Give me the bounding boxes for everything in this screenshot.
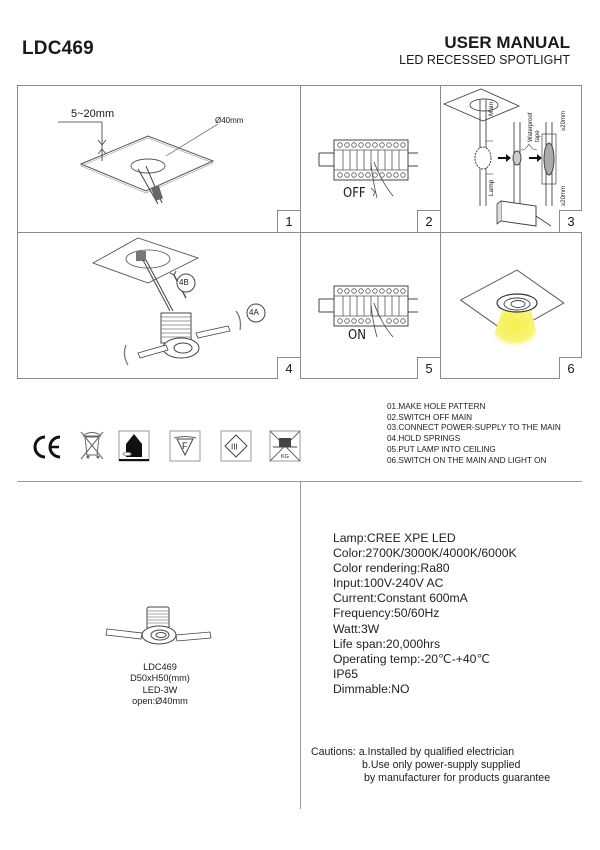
switch-on-label: ON — [348, 328, 366, 343]
panel-number: 3 — [559, 210, 582, 232]
product-model: LDC469 — [143, 662, 177, 672]
spec-row: Input:100V-240V AC — [333, 576, 444, 591]
spec-row: Operating temp:-20℃-+40℃ — [333, 651, 491, 666]
panel-number: 5 — [417, 357, 440, 379]
panel-switch-on: ON 5 — [301, 233, 441, 379]
spec-row: Color rendering:Ra80 — [333, 561, 450, 576]
step-item: 05.PUT LAMP INTO CEILING — [387, 444, 496, 454]
product-opening: open:Ø40mm — [132, 695, 188, 706]
main-wire-label: Main — [488, 101, 495, 116]
waterproof-tape-label: Waterproof tape — [528, 112, 541, 142]
caution-line: b.Use only power-supply supplied — [362, 758, 521, 771]
panel-light-on: 6 — [441, 233, 582, 379]
step-item: 01.MAKE HOLE PATTERN — [387, 402, 486, 411]
manual-subtitle: LED RECESSED SPOTLIGHT — [399, 53, 570, 67]
ceiling-hole-drawing — [58, 121, 219, 205]
spec-row: Life span:20,000hrs — [333, 636, 441, 651]
panel-number: 6 — [559, 357, 582, 379]
step-4a-label: 4A — [249, 308, 259, 317]
model-title: LDC469 — [22, 38, 94, 59]
section-divider-vertical — [300, 481, 301, 809]
breaker-on-drawing — [318, 285, 418, 338]
thickness-label: 5~20mm — [71, 108, 115, 120]
svg-text:F: F — [182, 441, 188, 451]
spec-row: Watt:3W — [333, 621, 380, 636]
wiring-connection-drawing — [442, 88, 557, 227]
installation-steps-grid: 5~20mm Ø40mm 1 OFF 2 — [17, 85, 582, 379]
panel-hold-springs: 4B 4A 4 — [18, 233, 301, 379]
panel-number: 4 — [277, 357, 300, 379]
step-4b-label: 4B — [179, 278, 189, 287]
step-item: 03.CONNECT POWER-SUPPLY TO THE MAIN — [387, 423, 561, 433]
spec-row: Frequency:50/60Hz — [333, 606, 440, 621]
step-item: 04.HOLD SPRINGS — [387, 434, 461, 444]
breaker-off-drawing — [318, 139, 418, 199]
cautions-heading: Cautions: — [311, 746, 356, 758]
cautions: Cautions: a.Installed by qualified elect… — [311, 746, 550, 784]
panel-number: 1 — [277, 210, 300, 232]
certification-marks: F III KG — [30, 430, 301, 464]
step-item: 06.SWITCH ON THE MAIN AND LIGHT ON — [387, 455, 547, 465]
product-caption: LDC469 D50xH50(mm) LED-3W open:Ø40mm — [90, 662, 230, 707]
f-mark-icon: F — [169, 430, 201, 462]
product-dimensions: D50xH50(mm) — [130, 673, 190, 684]
panel-make-hole: 5~20mm Ø40mm 1 — [18, 86, 301, 233]
section-divider-horizontal — [17, 481, 582, 482]
hole-diameter-label: Ø40mm — [215, 116, 244, 125]
kg-text: KG — [281, 454, 289, 460]
installation-steps-list: 01.MAKE HOLE PATTERN 02.SWITCH OFF MAIN … — [387, 402, 561, 466]
spec-row: Dimmable:NO — [333, 681, 410, 696]
spec-row: Lamp:CREE XPE LED — [333, 531, 456, 545]
product-drawing — [105, 606, 212, 645]
step-item: 02.SWITCH OFF MAIN — [387, 412, 473, 422]
spec-row: Color:2700K/3000K/4000K/6000K — [333, 546, 517, 561]
caution-line: by manufacturer for products guarantee — [364, 771, 551, 784]
manual-title: USER MANUAL — [444, 33, 570, 52]
svg-text:III: III — [231, 443, 238, 452]
product-power: LED-3W — [142, 684, 178, 695]
spec-row: Current:Constant 600mA — [333, 591, 468, 606]
weee-crossed-bin-icon — [80, 431, 104, 460]
gap-top-label: ≥20mm — [561, 111, 567, 131]
spec-row: IP65 — [333, 666, 359, 681]
panel-number: 2 — [417, 210, 440, 232]
panel-switch-off: OFF 2 — [301, 86, 441, 233]
class-iii-icon: III — [220, 430, 252, 462]
spring-install-drawing — [91, 237, 266, 366]
lamp-wire-label: Lamp — [488, 179, 495, 196]
switch-off-label: OFF — [343, 186, 366, 201]
panel-connect-power: Main Lamp Waterproof tape ≥20mm ≥20mm 3 — [441, 86, 582, 233]
no-insulation-cover-icon: KG — [269, 430, 301, 462]
light-on-drawing — [459, 269, 565, 349]
ce-mark-icon — [33, 435, 61, 459]
indoor-use-icon — [118, 430, 150, 462]
caution-line: a.Installed by qualified electrician — [358, 746, 515, 758]
gap-bottom-label: ≥20mm — [561, 186, 567, 206]
specifications-list: Lamp:CREE XPE LED Color:2700K/3000K/4000… — [333, 531, 517, 697]
